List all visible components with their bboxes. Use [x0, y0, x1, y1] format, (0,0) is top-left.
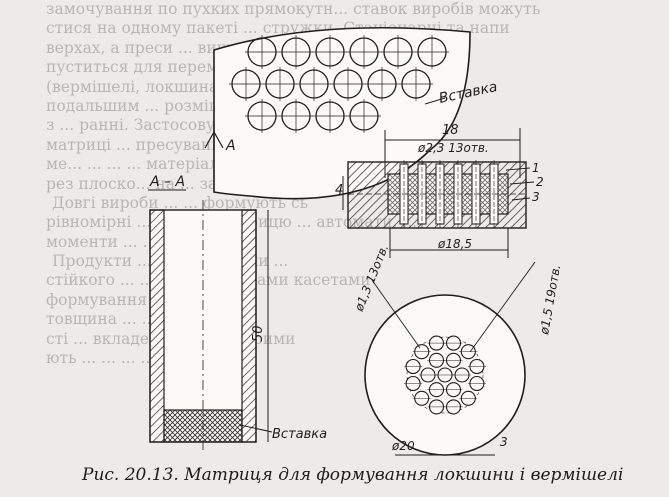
insert-hole — [245, 99, 279, 133]
plate-hole — [453, 367, 471, 383]
dim-d18-5: ø18,5 — [437, 237, 472, 251]
dim-4: 4 — [335, 183, 343, 198]
plate-hole — [427, 335, 446, 351]
insert-hole — [279, 99, 313, 133]
channel — [453, 160, 463, 230]
plate-hole — [459, 344, 478, 360]
insert-hole — [399, 67, 433, 101]
insert-hole — [263, 67, 297, 101]
insert-holes — [229, 35, 449, 133]
dim-1: 1 — [532, 161, 540, 175]
dim-bottom-3: 3 — [500, 435, 508, 449]
plate-hole — [436, 367, 454, 383]
insert-hole — [365, 67, 399, 101]
insert-hole — [331, 67, 365, 101]
plate-hole — [412, 390, 431, 406]
section-a-a-view: А – А 50 Вставка — [148, 174, 327, 452]
insert-hole — [313, 99, 347, 133]
insert-hole — [245, 35, 279, 69]
insert-hole — [347, 35, 381, 69]
plate-hole — [427, 352, 446, 368]
plate-hole — [404, 375, 423, 392]
insert-hole — [229, 67, 263, 101]
text-line: Довгі вироби ... ... формують сь — [52, 193, 309, 212]
dim-50: 50 — [251, 325, 266, 342]
insert-hole — [297, 67, 331, 101]
plate-hole — [444, 399, 463, 415]
section-mark-a: А — [225, 138, 236, 154]
plate-hole — [467, 358, 486, 375]
text-line: замочування по пухких прямокутн... ставо… — [46, 0, 541, 18]
plate-hole — [427, 382, 446, 398]
plate-holes — [404, 335, 486, 415]
figure-caption: Рис. 20.13. Матриця для формування локши… — [82, 465, 662, 485]
channel — [435, 160, 445, 230]
dim-holes-left: ø1,3 13отв. — [351, 242, 391, 314]
channel — [399, 160, 409, 230]
channel — [471, 160, 481, 230]
dim-holes-top: ø2,3 13отв. — [417, 141, 489, 155]
insert-hole — [279, 35, 313, 69]
section-title: А – А — [149, 174, 185, 190]
plate-hole — [444, 382, 463, 398]
plate-hole — [419, 367, 437, 383]
small-hole-plate-view: ø1,3 13отв. ø1,5 19отв. ø20 3 — [351, 242, 563, 456]
matrix-technical-drawing: А Вставка 18 ø2,3 13отв. 4 1 2 3 — [148, 26, 563, 456]
plate-hole — [412, 344, 431, 360]
plate-hole — [459, 390, 478, 406]
channel — [417, 160, 427, 230]
plate-hole — [444, 335, 463, 351]
insert-label-bottom: Вставка — [272, 427, 327, 442]
plate-hole — [444, 352, 463, 368]
plate-hole — [427, 399, 446, 415]
insert-hole — [347, 99, 381, 133]
dim-3: 3 — [532, 190, 540, 204]
dim-holes-right: ø1,5 19отв. — [537, 263, 563, 336]
insert-hole — [381, 35, 415, 69]
dim-2: 2 — [536, 175, 544, 189]
text-line: ме... ... ... ... матеріал — [46, 155, 220, 174]
dim-18: 18 — [442, 123, 459, 138]
dim-20: ø20 — [391, 439, 415, 453]
insert-hole — [313, 35, 347, 69]
plate-hole — [467, 375, 486, 392]
channel — [489, 160, 499, 230]
matrix-cross-section: 18 ø2,3 13отв. 4 1 2 3 ø18,5 — [335, 123, 544, 258]
insert-hole — [415, 35, 449, 69]
plate-hole — [404, 358, 423, 375]
